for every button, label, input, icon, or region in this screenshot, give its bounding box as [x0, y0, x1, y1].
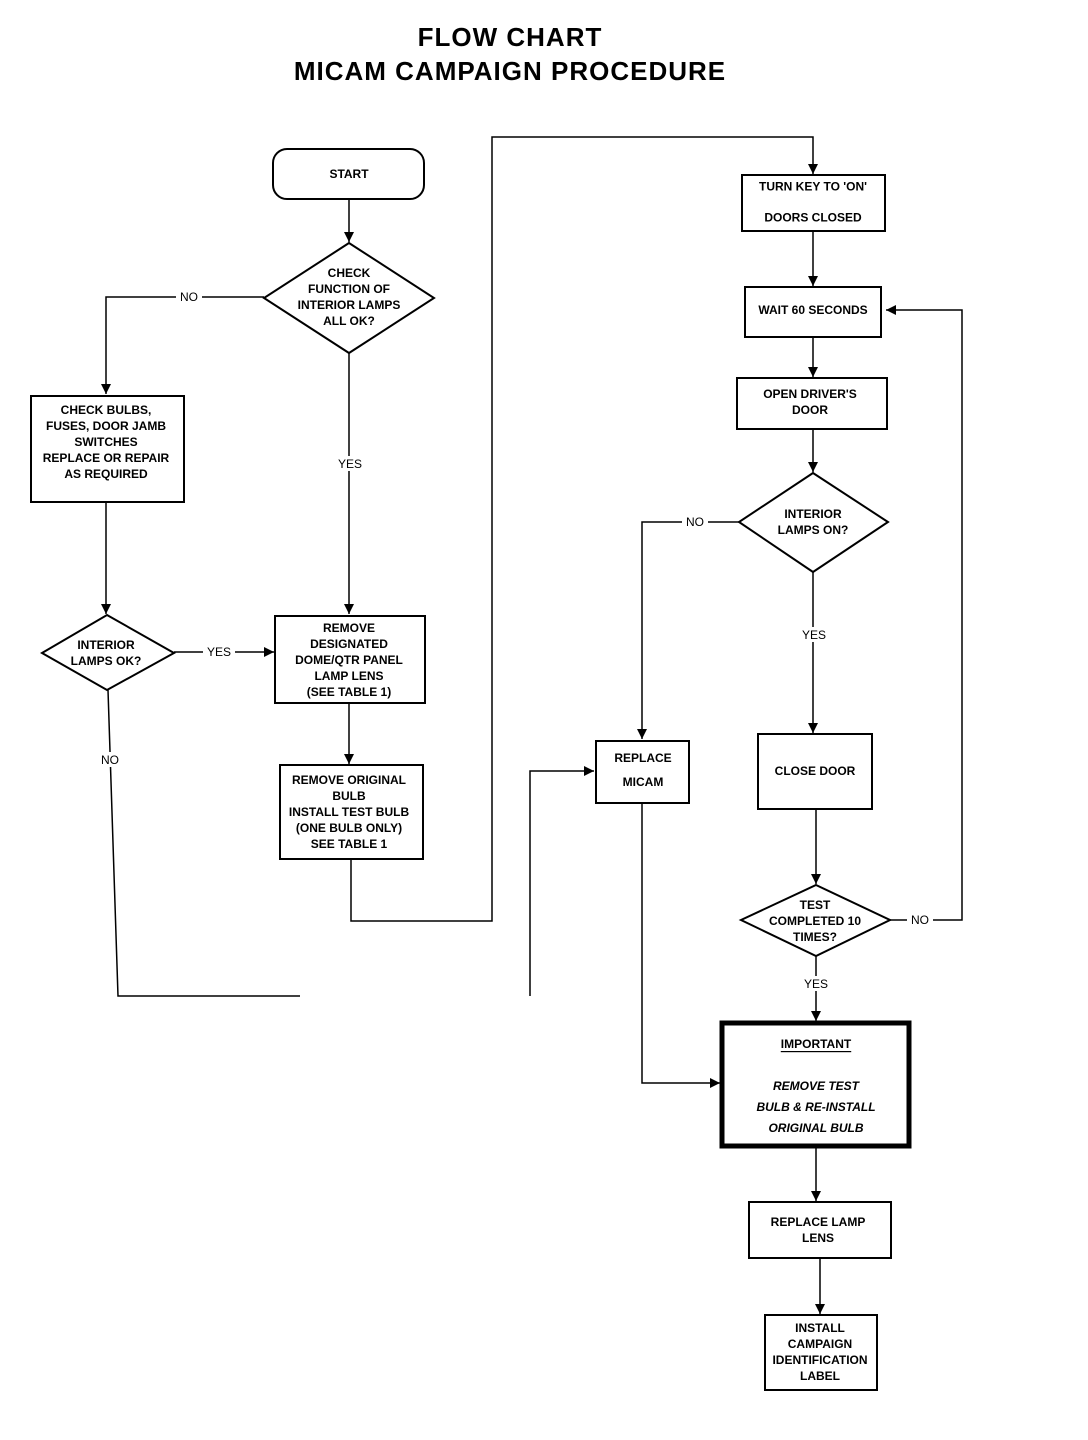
chart-subtitle: MICAM CAMPAIGN PROCEDURE [293, 56, 727, 86]
remove-lens-text-line: (SEE TABLE 1) [307, 685, 391, 699]
label-lampson-no: NO [686, 515, 704, 529]
install-label-text-line: LABEL [800, 1369, 840, 1383]
connector-to-replace-micam [529, 766, 594, 996]
remove-lens-text-line: LAMP LENS [314, 669, 383, 683]
remove-lens-text-line: DOME/QTR PANEL [295, 653, 403, 667]
label-lampsok-no: NO [101, 753, 119, 767]
turn-key-text-line: DOORS CLOSED [764, 211, 862, 225]
label-check-yes: YES [338, 457, 362, 471]
important-body-text-line: BULB & RE-INSTALL [756, 1100, 875, 1114]
check-bulbs-text-line: SWITCHES [74, 435, 137, 449]
open-door-text-line: DOOR [792, 403, 828, 417]
remove-original-text-line: INSTALL TEST BULB [289, 805, 410, 819]
remove-original-text-line: BULB [332, 789, 366, 803]
label-check-no: NO [180, 290, 198, 304]
remove-original-text-line: REMOVE ORIGINAL [292, 773, 406, 787]
install-label-box [764, 1314, 878, 1391]
connector-check-no [101, 296, 264, 394]
check-function-text-line: FUNCTION OF [308, 282, 390, 296]
check-function-text-line: CHECK [328, 266, 371, 280]
connector-original-turnkey [350, 136, 818, 922]
replace-micam-text-line: REPLACE [614, 751, 671, 765]
lamps-on-text-line: LAMPS ON? [778, 523, 849, 537]
check-bulbs-text-line: REPLACE OR REPAIR [43, 451, 170, 465]
label-test-yes: YES [804, 977, 828, 991]
install-label-text-line: IDENTIFICATION [772, 1353, 867, 1367]
connector-lampsok-no [107, 689, 300, 997]
test-completed-text-line: COMPLETED 10 [769, 914, 861, 928]
important-body-text-line: ORIGINAL BULB [768, 1121, 863, 1135]
check-bulbs-box [30, 395, 185, 503]
check-function-text-line: INTERIOR LAMPS [298, 298, 401, 312]
interior-lamps-ok-decision [39, 613, 177, 692]
open-door-text-line: OPEN DRIVER'S [763, 387, 857, 401]
wait-box [744, 286, 882, 338]
test-completed-text-line: TEST [800, 898, 831, 912]
check-bulbs-text-line: AS REQUIRED [64, 467, 148, 481]
close-door-text-line: CLOSE DOOR [775, 764, 856, 778]
remove-lens-text-line: DESIGNATED [310, 637, 388, 651]
turn-key-text-line: TURN KEY TO 'ON' [759, 180, 867, 194]
connector-test-no [886, 305, 963, 921]
remove-lens-text-line: REMOVE [323, 621, 375, 635]
lamps-on-decision [737, 471, 890, 574]
replace-lens-text-line: LENS [802, 1231, 834, 1245]
replace-micam-text-line: MICAM [623, 775, 664, 789]
label-lampsok-yes: YES [207, 645, 231, 659]
lamps-on-text-line: INTERIOR [784, 507, 842, 521]
important-box [719, 1020, 912, 1149]
check-bulbs-text-line: FUSES, DOOR JAMB [46, 419, 166, 433]
open-door-box [736, 377, 888, 430]
chart-title: FLOW CHART [417, 22, 603, 52]
interior-lamps-ok-text-line: LAMPS OK? [71, 654, 142, 668]
close-door-box [757, 733, 873, 810]
start-text-line: START [329, 167, 369, 181]
turn-key-box [741, 174, 886, 232]
test-completed-decision [738, 883, 893, 958]
remove-original-box [279, 764, 424, 860]
replace-lens-text-line: REPLACE LAMP [771, 1215, 866, 1229]
label-test-no: NO [911, 913, 929, 927]
important-title-text-line: IMPORTANT [781, 1037, 852, 1051]
important-body-text-line: REMOVE TEST [773, 1079, 861, 1093]
check-function-decision [262, 241, 436, 355]
check-bulbs-text-line: CHECK BULBS, [61, 403, 152, 417]
check-function-text-line: ALL OK? [323, 314, 375, 328]
remove-lens-box [274, 615, 426, 704]
connector-lampson-no [637, 521, 739, 739]
remove-original-text-line: (ONE BULB ONLY) [296, 821, 402, 835]
label-lampson-yes: YES [802, 628, 826, 642]
wait-text-line: WAIT 60 SECONDS [758, 303, 867, 317]
remove-original-text-line: SEE TABLE 1 [311, 837, 388, 851]
interior-lamps-ok-text-line: INTERIOR [77, 638, 135, 652]
replace-lens-box [748, 1201, 892, 1259]
start-terminal [272, 148, 425, 200]
test-completed-text-line: TIMES? [793, 930, 837, 944]
install-label-text-line: INSTALL [795, 1321, 845, 1335]
connector-micam-important [641, 803, 720, 1088]
install-label-text-line: CAMPAIGN [788, 1337, 852, 1351]
replace-micam-box [595, 740, 690, 804]
